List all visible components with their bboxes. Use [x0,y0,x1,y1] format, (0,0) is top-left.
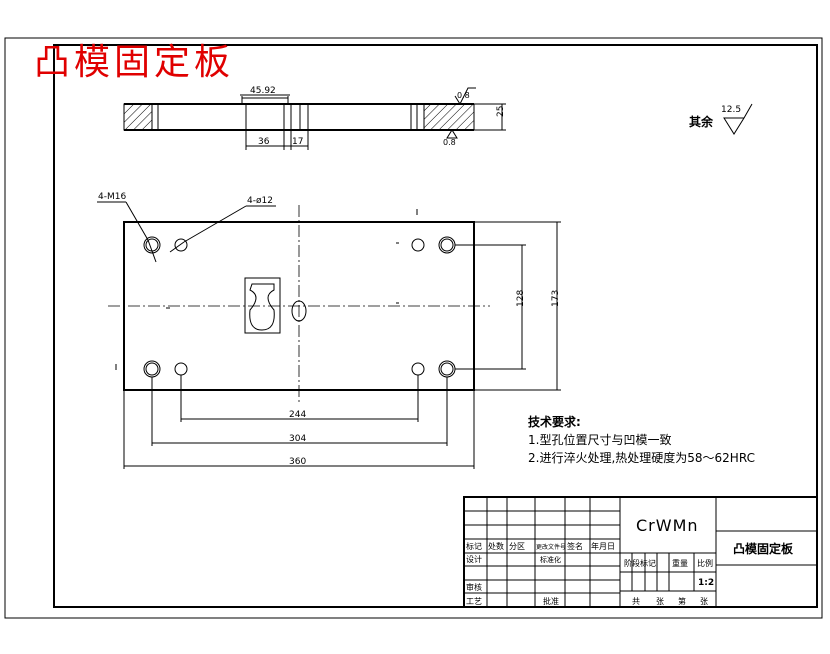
scale-text: 1:2 [698,578,714,588]
right-hatch [423,103,475,131]
label-date: 年月日 [591,541,615,551]
dim-36: 36 [258,137,270,147]
roughness-bottom-value: 0.8 [443,138,456,147]
drawing-title: 凸模固定板 [34,42,234,83]
d12-hole [411,238,425,252]
tech-item-2: 2.进行淬火处理,热处理硬度为58～62HRC [528,450,755,465]
label-change-doc: 更改文件号 [536,543,566,551]
dim-244: 244 [289,410,306,420]
dim-173: 173 [551,290,561,307]
tech-requirements: 技术要求: 1.型孔位置尺寸与凹模一致 2.进行淬火处理,热处理硬度为58～62… [528,414,755,465]
label-ratio: 比例 [697,558,713,568]
label-count: 处数 [488,541,504,551]
label-approve: 批准 [543,596,559,606]
outer-border [4,37,823,619]
die-opening [244,277,281,334]
label-signature: 签名 [567,541,583,551]
roughness-note-symbol [723,103,753,135]
part-name-text: 凸模固定板 [733,541,794,556]
dim-45-92: 45.92 [250,86,276,96]
dim-17: 17 [292,137,303,147]
dim-128: 128 [516,290,526,307]
roughness-note-label: 其余 [689,114,714,129]
center-hole [291,300,307,322]
label-design: 设计 [466,554,482,564]
material-text: CrWMn [636,516,699,535]
dim-360: 360 [289,457,306,467]
title-block: CrWMn 凸模固定板 标记 处数 分区 更改文件号 签名 年月日 设计 标准化… [463,496,818,608]
plan-view: 4-M16 4-ø12 244 304 360 128 173 [97,192,561,469]
label-sheets: 张 [656,597,664,606]
dim-25: 25 [496,106,506,117]
m16-hole [438,236,456,254]
label-process: 工艺 [466,597,482,606]
tech-heading: 技术要求: [528,414,581,429]
label-review: 审核 [466,582,482,592]
roughness-top-symbol [454,87,476,106]
m16-hole [438,360,456,378]
section-view: 45.92 36 17 25 0.8 0.8 [123,86,506,150]
roughness-note-value: 12.5 [721,105,741,115]
hole-label-d12: 4-ø12 [247,196,273,206]
d12-hole [174,238,188,252]
m16-hole [143,360,161,378]
label-total: 共 [632,597,640,606]
roughness-note: 其余 12.5 [689,103,753,135]
left-hatch [123,103,153,131]
label-sheet-no: 第 [678,596,686,606]
roughness-bottom-symbol [446,129,458,139]
d12-hole [411,362,425,376]
hole-label-m16: 4-M16 [98,192,126,202]
dim-304: 304 [289,434,306,444]
roughness-top-value: 0.8 [457,91,470,100]
label-sheet-unit: 张 [700,597,708,606]
inner-frame [53,44,818,608]
die-opening-profile [249,283,275,331]
label-standardize: 标准化 [540,555,561,564]
label-mark: 标记 [466,541,482,551]
tech-item-1: 1.型孔位置尺寸与凹模一致 [528,432,671,447]
label-stage-mark: 阶段标记 [624,558,656,568]
d12-hole [174,362,188,376]
label-weight: 重量 [672,558,688,568]
label-zone: 分区 [509,542,525,551]
